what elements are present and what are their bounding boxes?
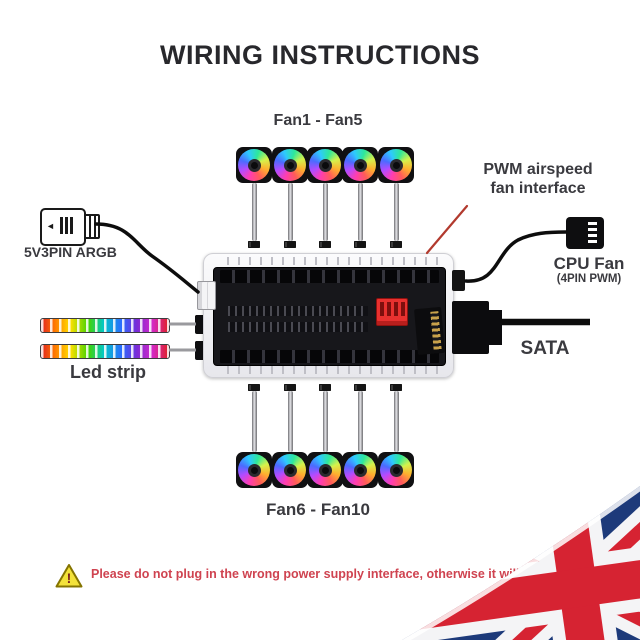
rgb-fan-icon (272, 452, 308, 488)
rgb-fan-icon (272, 147, 308, 183)
fan-column (342, 384, 378, 488)
fan-plug-icon (390, 241, 402, 248)
fan-hub-controller (197, 253, 465, 378)
led-strip-label: Led strip (69, 362, 146, 382)
pwm-interface-label-line1: PWM airspeed (483, 161, 593, 178)
fan-plug-icon (319, 241, 331, 248)
cpu-fan-sublabel: (4PIN PWM) (556, 273, 622, 285)
fan-plug-icon (390, 384, 402, 391)
rgb-fan-icon (307, 147, 343, 183)
fan-plug-icon (284, 241, 296, 248)
fan-plug-icon (248, 384, 260, 391)
union-jack-flag (402, 486, 640, 640)
fan-hub-cap (389, 463, 403, 477)
hub-pcb (213, 267, 446, 366)
fan-plug-icon (354, 241, 366, 248)
fan-column (342, 147, 378, 248)
sata-connector-icon-step (487, 310, 502, 345)
fan-header-row (220, 270, 439, 283)
hub-case-pins (218, 366, 439, 374)
fan-hub-cap (283, 463, 297, 477)
fan-cable (322, 183, 328, 241)
fan-hub-cap (318, 158, 332, 172)
rgb-fan-icon (307, 452, 343, 488)
cpu-fan-label: CPU Fan (553, 254, 625, 273)
fan-cable (251, 391, 257, 452)
page-title: WIRING INSTRUCTIONS (160, 40, 480, 70)
argb-connector-icon: ◄ (40, 208, 86, 246)
led-strip-icon (40, 318, 170, 333)
fan-column (378, 147, 414, 248)
fan-hub-cap (353, 158, 367, 172)
fan-cable (393, 183, 399, 241)
warning-text: Please do not plug in the wrong power su… (91, 567, 551, 581)
pwm-speed-header-red (376, 298, 408, 326)
rgb-fan-icon (342, 452, 378, 488)
fan-column (307, 384, 343, 488)
fan-hub-cap (318, 463, 332, 477)
component-row (228, 306, 368, 316)
fan-cable (322, 391, 328, 452)
fan-hub-cap (247, 463, 261, 477)
cpu-fan-connector-icon (566, 217, 604, 249)
fan-cable (287, 391, 293, 452)
rgb-fan-icon (378, 147, 414, 183)
pwm-interface-label-line2: fan interface (490, 180, 586, 197)
connector-pin (65, 217, 68, 234)
fan-column (272, 147, 308, 248)
fan-cable (357, 183, 363, 241)
hub-case-pins (218, 257, 439, 265)
sata-gold-pins (430, 311, 442, 350)
fan-plug-icon (248, 241, 260, 248)
arrow-left-glyph: ◄ (46, 221, 55, 231)
fan-column (272, 384, 308, 488)
fan-plug-icon (354, 384, 366, 391)
component-row (228, 322, 368, 332)
fan-cable (357, 391, 363, 452)
fan-column (236, 147, 272, 248)
fan-column (307, 147, 343, 248)
fan6-fan10-label: Fan6 - Fan10 (266, 500, 370, 519)
fan-cable (393, 391, 399, 452)
fan-plug-icon (284, 384, 296, 391)
fan-column (236, 384, 272, 488)
argb-connector-collar (84, 214, 100, 239)
argb-label: 5V3PIN ARGB (24, 244, 117, 260)
rgb-fan-icon (236, 452, 272, 488)
fan-hub-cap (353, 463, 367, 477)
fan-hub-cap (389, 158, 403, 172)
sata-connector-icon (452, 301, 489, 354)
fan-header-row (220, 350, 439, 363)
fan-cable (251, 183, 257, 241)
pointer-arrow (425, 204, 469, 255)
led-strip-icon (40, 344, 170, 359)
rgb-fan-icon (236, 147, 272, 183)
fan-plug-icon (319, 384, 331, 391)
hub-cpu-cable-stub (452, 270, 465, 291)
rgb-fan-icon (342, 147, 378, 183)
hub-argb-input-connector (197, 281, 216, 310)
fan-hub-cap (283, 158, 297, 172)
pwm-interface-label: PWM airspeed fan interface (463, 160, 613, 198)
fan-cable (287, 183, 293, 241)
fan-hub-cap (247, 158, 261, 172)
svg-text:!: ! (67, 570, 72, 586)
sata-edge-connector (414, 306, 445, 356)
rgb-fan-icon (378, 452, 414, 488)
fan1-fan5-label: Fan1 - Fan5 (273, 112, 363, 129)
fan-column (378, 384, 414, 488)
sata-label: SATA (520, 338, 570, 359)
warning-triangle-icon: ! (55, 564, 83, 588)
connector-pin (60, 217, 63, 234)
connector-pin (70, 217, 73, 234)
